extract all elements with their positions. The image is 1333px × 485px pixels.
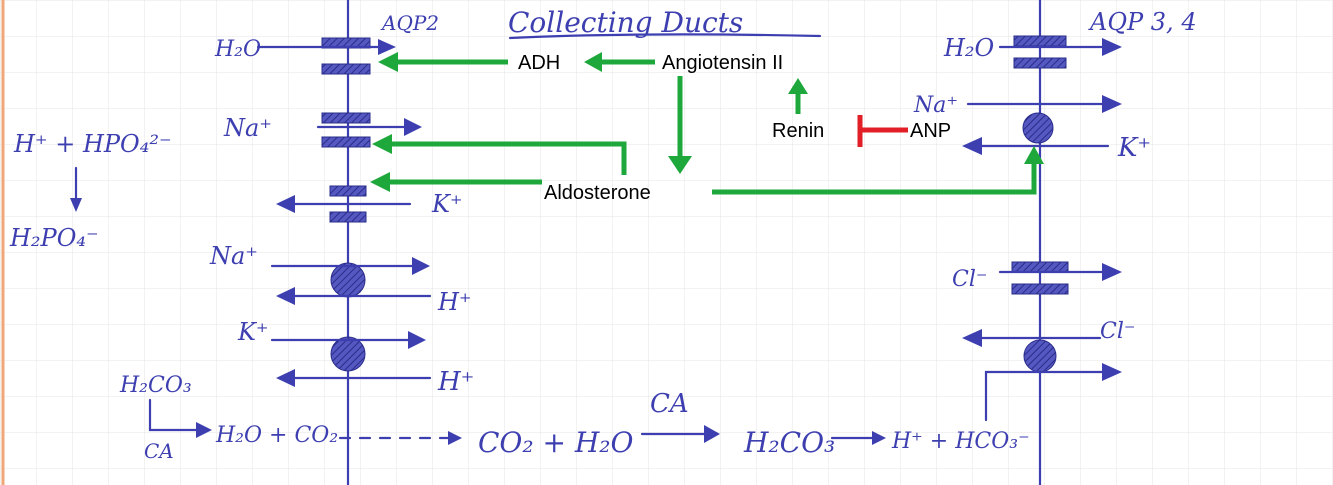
- right-h2o-arrowhead: [1102, 38, 1122, 56]
- enac-channel-bottom: [321, 136, 371, 148]
- cl-channel-bottom: [1011, 283, 1069, 295]
- enac-channel-top: [321, 112, 371, 124]
- h2co3-label: H₂CO₃: [743, 426, 835, 459]
- right-k-arrowhead: [962, 137, 982, 155]
- left-ca-label: CA: [144, 439, 174, 463]
- renin-label: Renin: [772, 120, 824, 142]
- left-k1-label: K⁺: [431, 190, 463, 218]
- aqp34-channel-bottom: [1013, 57, 1067, 69]
- aldosterone-pump-arrowhead: [1024, 146, 1044, 164]
- angiotensin-aldosterone-arrowhead: [668, 156, 692, 174]
- aqp2-channel-bottom: [321, 63, 371, 75]
- aqp34-label: AQP 3, 4: [1088, 8, 1197, 36]
- h2-arrowhead: [276, 369, 295, 387]
- angiotensin-label: Angiotensin II: [662, 52, 783, 74]
- romk-channel-bottom: [329, 211, 367, 223]
- dissociation-arrowhead: [872, 431, 886, 445]
- left-h2-label: H⁺: [437, 367, 474, 397]
- na2-arrowhead: [412, 257, 430, 275]
- right-k-label: K⁺: [1117, 133, 1151, 163]
- right-na-label: Na⁺: [913, 93, 958, 118]
- right-cl1-arrowhead: [1102, 263, 1122, 281]
- right-na-arrowhead: [1102, 95, 1122, 113]
- right-cl1-label: Cl⁻: [952, 267, 987, 292]
- h2co3-split-arrowhead: [196, 422, 212, 438]
- co2-diffusion-arrowhead: [448, 431, 462, 445]
- bicarbonate-exit-arrowhead: [1102, 363, 1122, 381]
- right-cl2-label: Cl⁻: [1100, 319, 1135, 344]
- na1-arrowhead: [404, 118, 422, 136]
- h1-arrowhead: [276, 287, 295, 305]
- h2co3-split-arrow: [148, 398, 198, 432]
- aqp2-label: AQP2: [380, 11, 439, 35]
- k1-arrowhead: [276, 195, 295, 213]
- adh-label: ADH: [518, 52, 560, 74]
- k-h-exchanger: [330, 336, 366, 372]
- h2o-left-arrowhead: [378, 39, 396, 55]
- left-na1-label: Na⁺: [223, 114, 272, 142]
- aldosterone-enac-line: [392, 141, 627, 175]
- right-cl2-arrowhead: [962, 329, 982, 347]
- phosphate-reactant-label: H⁺ + HPO₄²⁻: [13, 130, 172, 158]
- k2-arrowhead: [408, 331, 426, 349]
- right-h2o-label: H₂O: [943, 34, 995, 62]
- cl-channel-top: [1011, 261, 1069, 273]
- na-k-atpase: [1022, 112, 1054, 144]
- left-h2co3-label: H₂CO₃: [119, 373, 192, 398]
- title-underline: [508, 33, 822, 40]
- left-h2o-label: H₂O: [214, 37, 261, 62]
- angiotensin-adh-arrowhead: [584, 52, 602, 72]
- aqp34-channel-top: [1013, 35, 1067, 47]
- ca-label: CA: [650, 389, 689, 419]
- ca-reaction-arrowhead: [704, 425, 720, 443]
- h-bicarbonate-label: H⁺ + HCO₃⁻: [891, 429, 1030, 454]
- romk-channel-top: [329, 185, 367, 197]
- left-k2-label: K⁺: [237, 318, 269, 346]
- aldosterone-romk-arrowhead: [370, 172, 390, 192]
- adh-arrowhead: [378, 52, 398, 72]
- renin-angiotensin-arrowhead: [788, 78, 808, 94]
- left-h1-label: H⁺: [437, 288, 472, 316]
- left-na2-label: Na⁺: [209, 242, 258, 270]
- left-h2o-co2-label: H₂O + CO₂: [215, 423, 338, 448]
- cl-bicarbonate-exchanger: [1023, 339, 1057, 373]
- aldosterone-enac-arrowhead: [372, 134, 392, 154]
- aldosterone-pump-line: [712, 160, 1037, 195]
- phosphate-product-label: H₂PO₄⁻: [9, 224, 99, 252]
- bicarbonate-exit-path: [984, 370, 1112, 422]
- co2-h2o-label: CO₂ + H₂O: [478, 426, 634, 459]
- na-h-exchanger: [330, 262, 366, 298]
- aldosterone-label: Aldosterone: [544, 182, 651, 204]
- phosphate-arrowhead: [70, 198, 82, 212]
- anp-label: ANP: [910, 120, 951, 142]
